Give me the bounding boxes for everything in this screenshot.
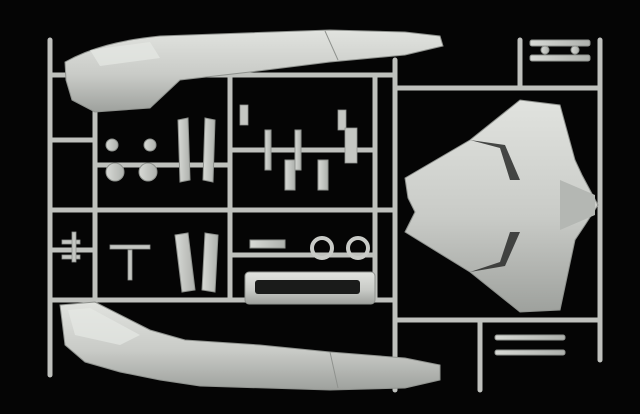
fuselage-half-upper [64, 29, 444, 113]
landing-gear-wheels [105, 138, 370, 260]
small-parts-cluster [61, 104, 358, 281]
fuselage-half-lower [59, 301, 441, 391]
landing-gear-doors [174, 117, 329, 293]
canopy-frame-part [244, 271, 376, 305]
lower-wing [404, 99, 599, 313]
missile-rack [494, 39, 591, 356]
